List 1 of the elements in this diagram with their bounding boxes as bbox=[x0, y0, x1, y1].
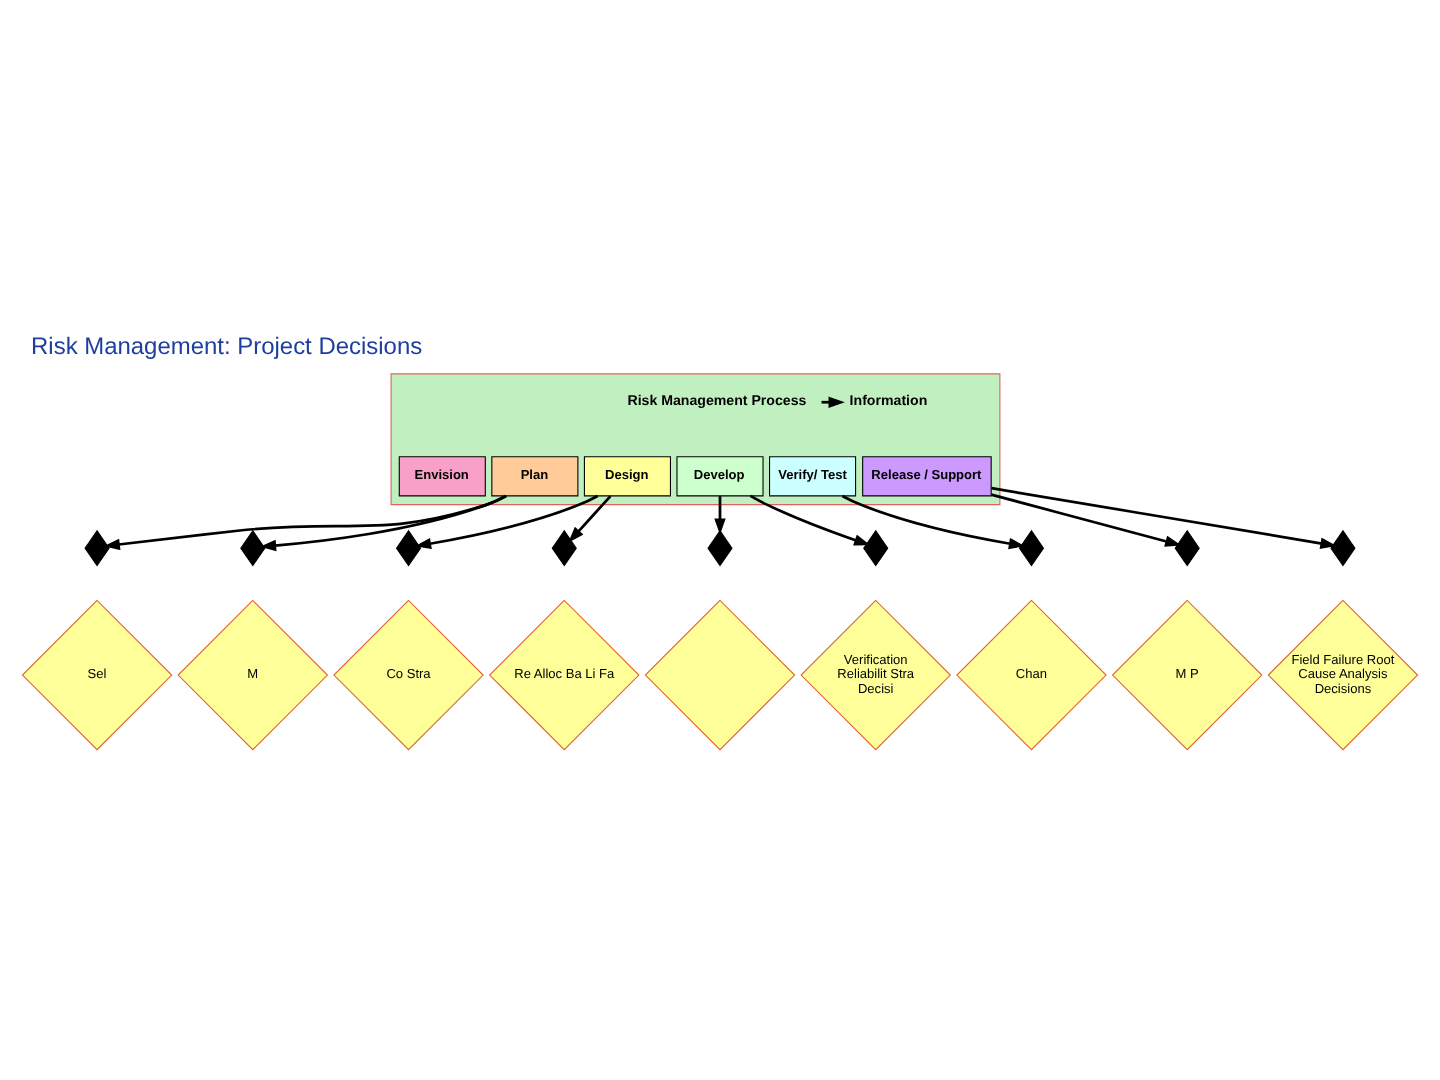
diagram-title: Risk Management: Project Decisions bbox=[31, 331, 423, 360]
